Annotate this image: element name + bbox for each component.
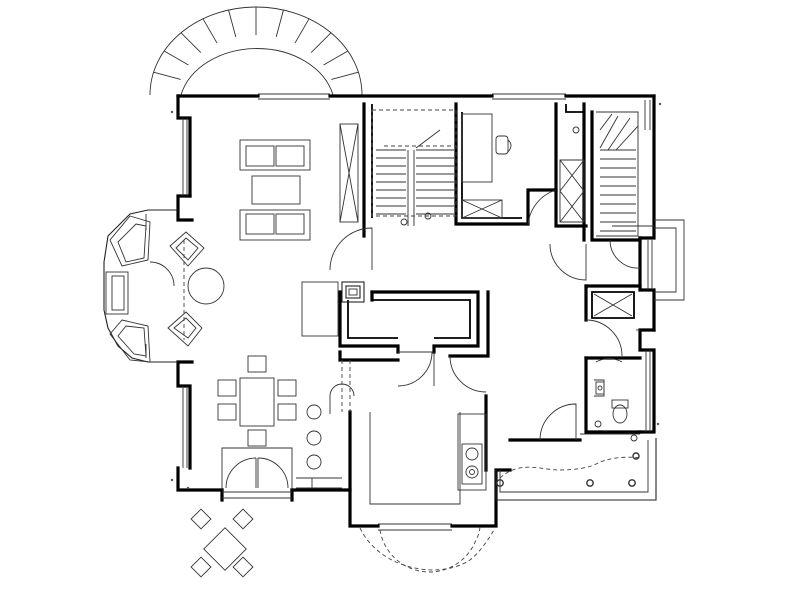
lower-terrace (495, 438, 657, 501)
staircase-side (559, 111, 639, 237)
patio-furniture (190, 508, 254, 578)
right-balcony (612, 219, 685, 301)
interior-walls (338, 102, 642, 492)
staircase-main (371, 109, 457, 226)
survey-marks (170, 102, 662, 490)
bay-seating (105, 215, 225, 363)
dining (217, 355, 322, 490)
semicircular-terrace (149, 6, 363, 96)
door-swing-icon (329, 189, 641, 441)
wc (594, 358, 638, 442)
office (461, 113, 512, 219)
kitchen (329, 360, 495, 573)
living-room (239, 123, 365, 337)
outer-walls (103, 93, 656, 531)
